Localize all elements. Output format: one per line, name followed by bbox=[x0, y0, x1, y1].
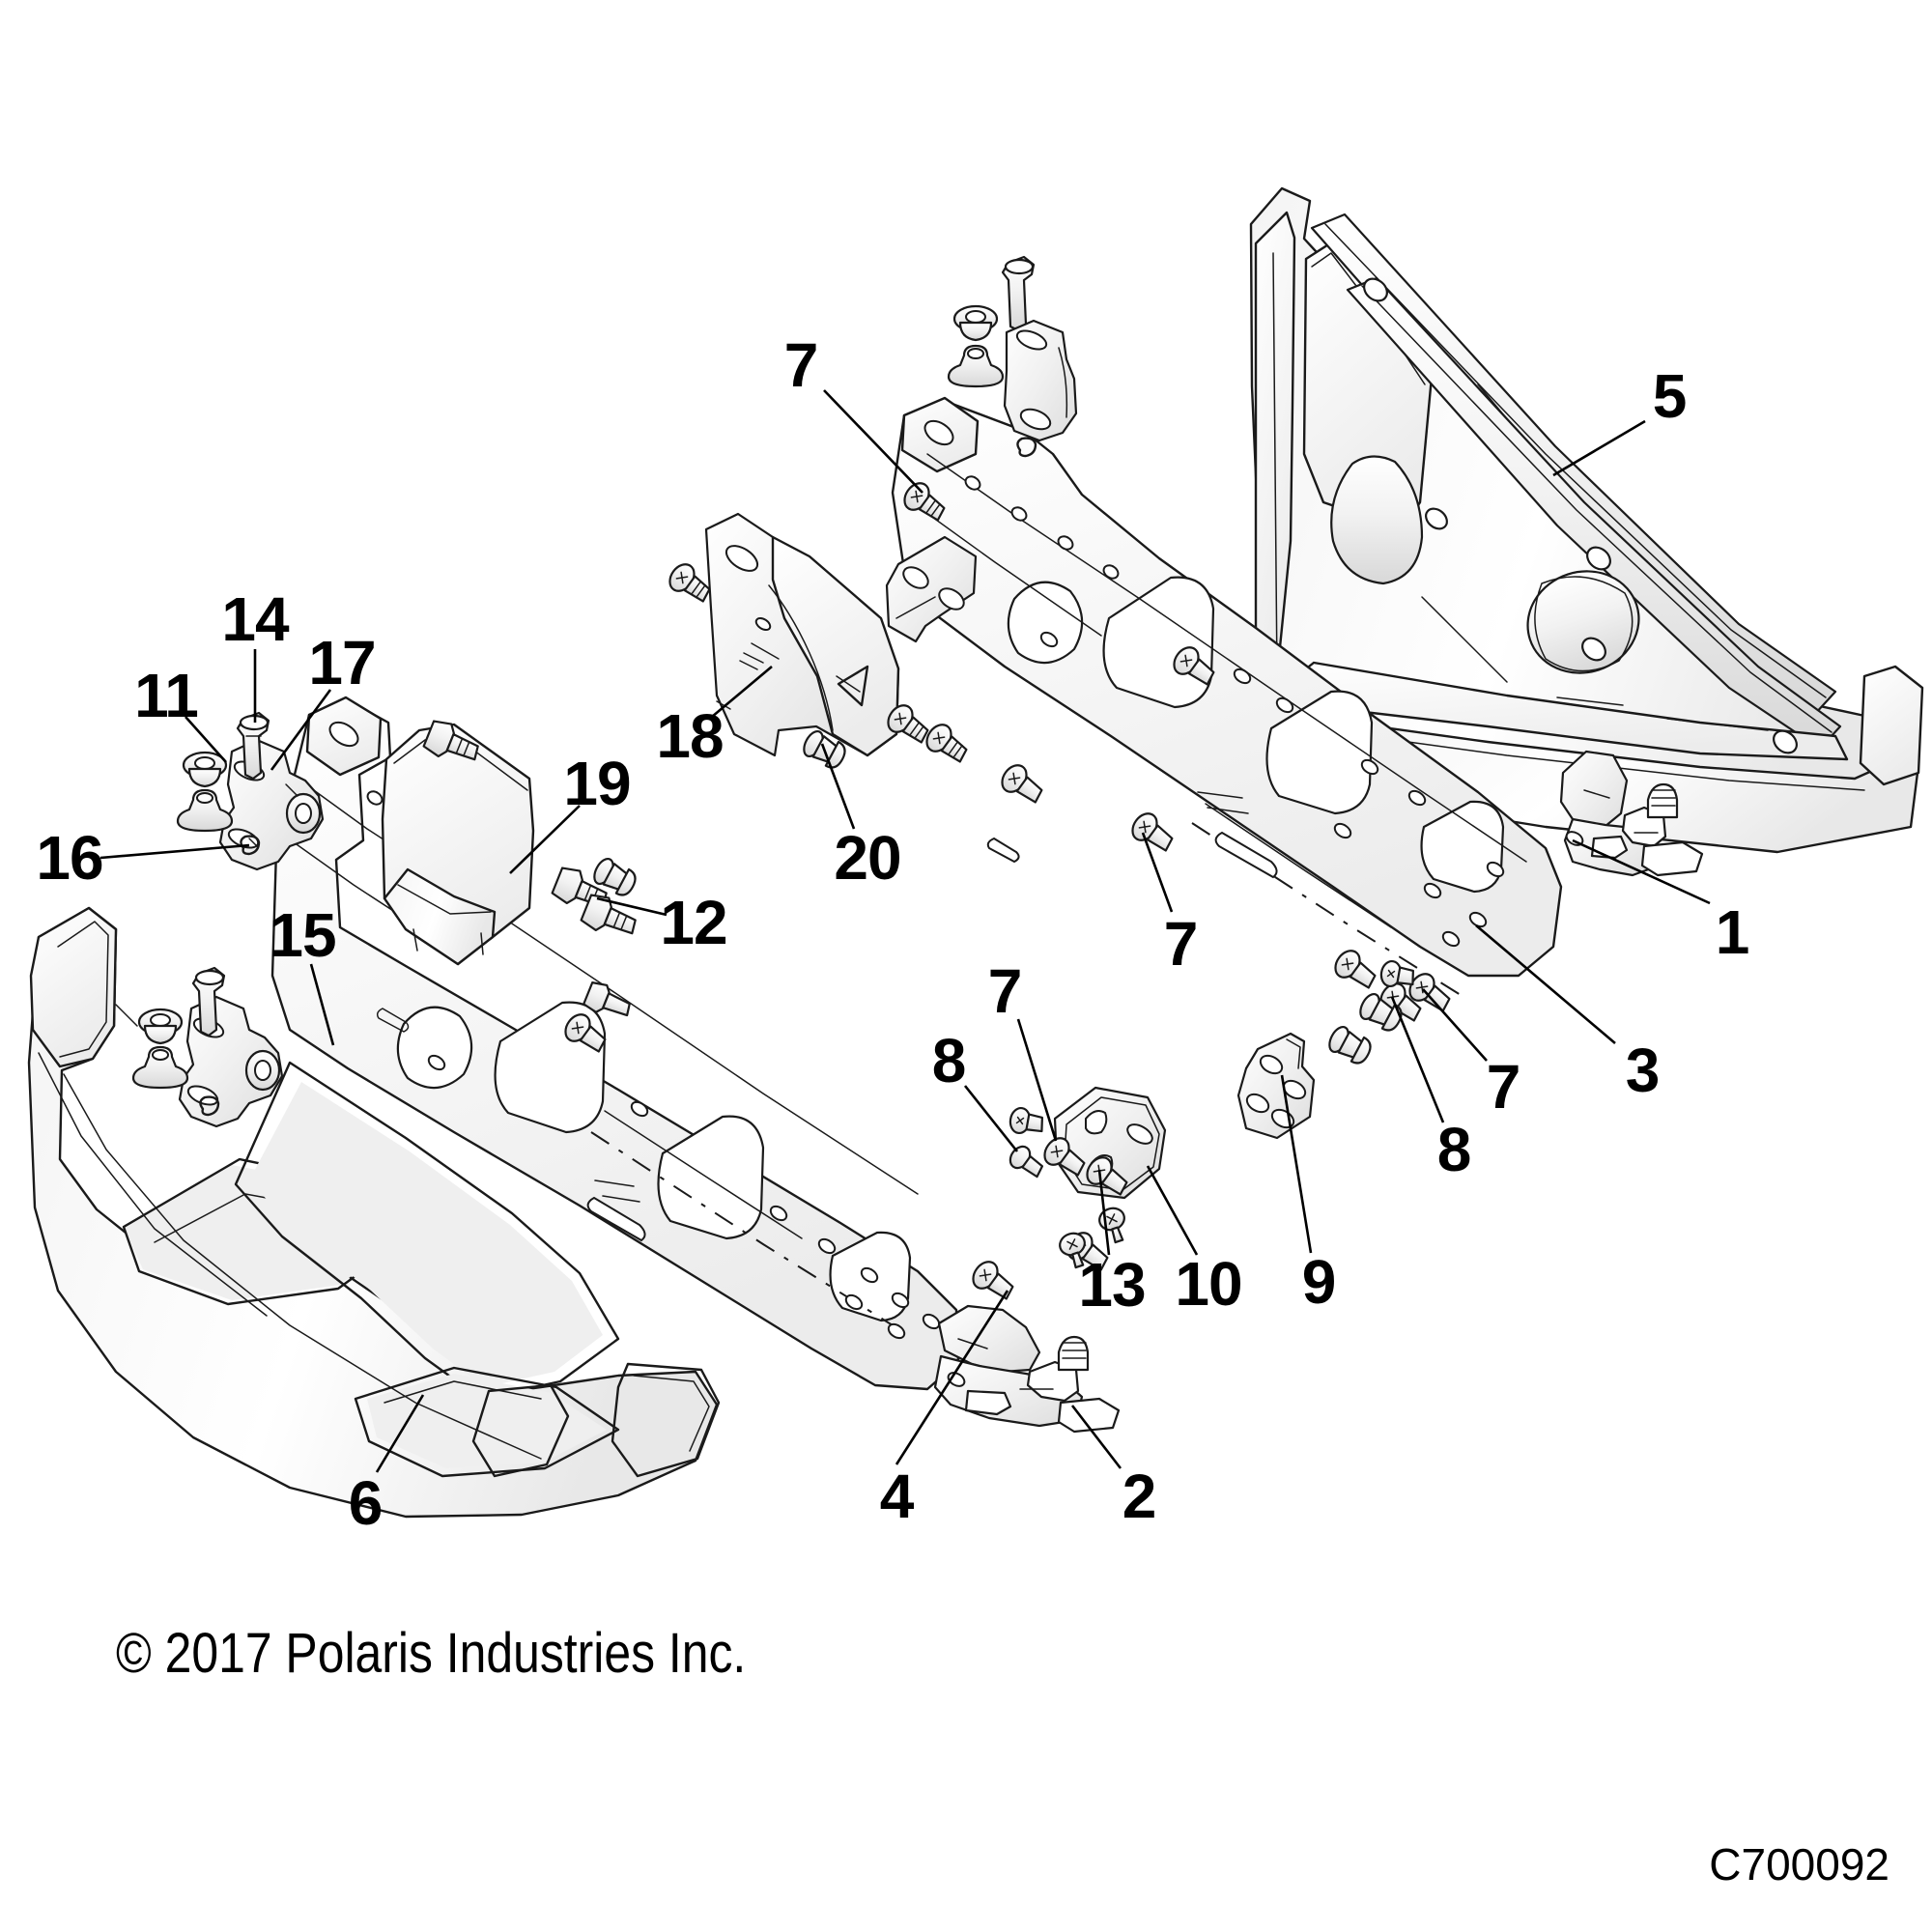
leader-line-7 bbox=[823, 389, 923, 494]
callout-label-19: 19 bbox=[563, 749, 631, 818]
part-1-door-latch-upper bbox=[1559, 750, 1704, 877]
callout-label-17: 17 bbox=[308, 628, 376, 697]
leader-line-10 bbox=[1146, 1165, 1199, 1256]
leader-line-13 bbox=[1097, 1169, 1111, 1256]
leader-line-3 bbox=[1475, 924, 1616, 1044]
callout-label-4: 4 bbox=[879, 1462, 915, 1531]
callout-label-5: 5 bbox=[1652, 361, 1688, 431]
document-id: C700092 bbox=[1709, 1839, 1889, 1889]
hinge-assembly-top-center bbox=[947, 255, 1078, 458]
fastener-push-rivet-group bbox=[593, 729, 1403, 1065]
part-11-hinge-bushing-lower-lower bbox=[131, 1045, 189, 1090]
leader-line-5 bbox=[1552, 419, 1646, 477]
part-11-hinge-bushing-upper bbox=[182, 751, 228, 788]
callout-label-15: 15 bbox=[269, 900, 336, 970]
part-11-hinge-bushing-lower-upper bbox=[137, 1008, 184, 1045]
callout-label-16: 16 bbox=[36, 823, 103, 893]
callout-label-7: 7 bbox=[1163, 909, 1199, 979]
callout-label-18: 18 bbox=[656, 701, 724, 771]
leader-line-15 bbox=[309, 963, 335, 1046]
callout-label-8: 8 bbox=[1436, 1115, 1472, 1184]
leader-line-20 bbox=[820, 743, 856, 830]
part-9-striker-bracket-plate bbox=[1236, 1032, 1316, 1140]
leader-line-16 bbox=[99, 843, 250, 860]
callout-label-9: 9 bbox=[1301, 1247, 1337, 1317]
leader-line-19 bbox=[509, 805, 581, 874]
callout-label-10: 10 bbox=[1175, 1249, 1242, 1319]
part-2-door-latch-lower bbox=[933, 1304, 1121, 1434]
leader-line-7 bbox=[1141, 832, 1174, 913]
part-16-retaining-clip bbox=[240, 835, 261, 856]
callout-label-7: 7 bbox=[1486, 1052, 1521, 1122]
callout-label-11: 11 bbox=[134, 661, 199, 730]
leader-line-2 bbox=[1070, 1405, 1122, 1469]
leader-line-4 bbox=[895, 1290, 1009, 1465]
callout-label-2: 2 bbox=[1122, 1462, 1157, 1531]
part-4-door-frame-inner-left bbox=[270, 696, 960, 1391]
leader-line-17 bbox=[270, 689, 332, 771]
leader-line-7 bbox=[1422, 988, 1488, 1062]
fastener-shoulder-bolt-group bbox=[422, 720, 637, 1017]
callout-label-7: 7 bbox=[987, 956, 1023, 1026]
callout-label-20: 20 bbox=[834, 823, 901, 893]
callout-label-14: 14 bbox=[221, 584, 289, 654]
leader-line-12 bbox=[596, 896, 668, 917]
leader-line-8 bbox=[963, 1085, 1019, 1152]
callout-label-3: 3 bbox=[1625, 1036, 1661, 1105]
part-16-retaining-clip-lower bbox=[199, 1095, 220, 1117]
fastener-button-head-screw-group bbox=[1059, 1207, 1125, 1269]
copyright-notice: © 2017 Polaris Industries Inc. bbox=[116, 1622, 747, 1685]
callout-label-7: 7 bbox=[783, 330, 819, 400]
fastener-torx-screw-group bbox=[1009, 959, 1414, 1135]
part-14-hinge-pin-lower bbox=[191, 966, 226, 1037]
leader-line-7 bbox=[1016, 1018, 1058, 1142]
part-19-door-trim-cover-panel bbox=[381, 723, 535, 966]
part-15-hinge-bracket-lower bbox=[178, 995, 284, 1128]
leader-line-18 bbox=[711, 666, 773, 718]
leader-line-1 bbox=[1572, 838, 1711, 905]
part-6-lower-door-panel bbox=[27, 906, 721, 1519]
callout-label-13: 13 bbox=[1078, 1250, 1146, 1320]
part-18-inner-trim-bracket bbox=[704, 512, 900, 757]
part-3-door-frame-inner-right bbox=[891, 396, 1563, 1001]
leader-line-11 bbox=[185, 716, 227, 763]
leader-line-6 bbox=[375, 1394, 425, 1473]
callout-leader-lines bbox=[99, 389, 1711, 1473]
leader-line-9 bbox=[1280, 1074, 1313, 1254]
callout-label-12: 12 bbox=[660, 888, 727, 957]
bracket-plate-small bbox=[885, 535, 978, 643]
callout-label-6: 6 bbox=[348, 1468, 384, 1538]
callout-label-1: 1 bbox=[1715, 897, 1750, 967]
callout-label-8: 8 bbox=[931, 1026, 967, 1095]
leader-line-8 bbox=[1390, 996, 1445, 1123]
part-11-hinge-bushing-lower bbox=[176, 788, 234, 833]
